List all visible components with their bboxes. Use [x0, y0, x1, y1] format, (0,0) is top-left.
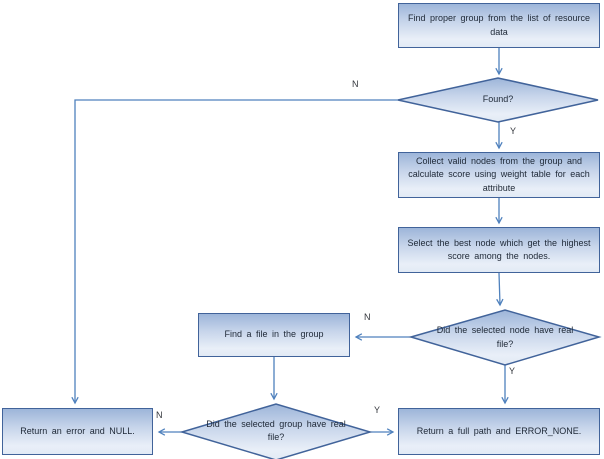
- edge-label-node-yes: Y: [509, 366, 516, 376]
- terminal-return-error: Return an error and NULL.: [2, 408, 153, 455]
- connector-select-to-node-decision: [496, 272, 504, 307]
- process-collect-nodes: Collect valid nodes from the group and c…: [398, 152, 600, 198]
- edge-label-found-yes: Y: [510, 126, 517, 136]
- decision-found-shape: [397, 77, 599, 123]
- edge-label-node-no: N: [364, 312, 371, 322]
- process-find-file-in-group: Find a file in the group: [198, 313, 350, 357]
- process-select-best-node: Select the best node which get the highe…: [398, 227, 600, 273]
- decision-group-has-file-shape: [179, 403, 373, 459]
- terminal-return-full-path: Return a full path and ERROR_NONE.: [398, 408, 600, 455]
- process-find-group: Find proper group from the list of resou…: [398, 3, 600, 48]
- decision-node-has-file-shape: [408, 309, 602, 366]
- edge-label-found-no: N: [352, 79, 359, 89]
- connector-found-no-to-return-error: [71, 99, 398, 405]
- edge-label-group-no: N: [156, 410, 163, 420]
- edge-label-group-yes: Y: [374, 405, 381, 415]
